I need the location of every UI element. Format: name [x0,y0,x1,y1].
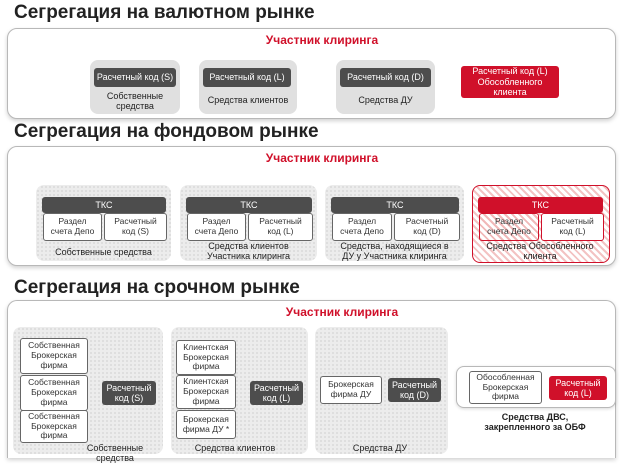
derivatives-own-firm-2: Собственная Брокерская фирма [20,375,88,411]
derivatives-du-firm: Брокерская фирма ДУ [320,376,382,404]
stock-root-label: Участник клиринга [265,151,379,165]
currency-caption-clients: Средства клиентов [207,95,289,105]
currency-caption-du: Средства ДУ [358,95,413,105]
currency-code-s: Расчетный код (S) [94,68,176,87]
currency-root-label: Участник клиринга [265,33,379,47]
currency-code-l: Расчетный код (L) [203,68,291,87]
derivatives-code-d: Расчетный код (D) [388,378,441,402]
derivatives-client-firm-2: Клиентская Брокерская фирма [176,375,236,409]
stock-depo-segregated: Раздел счета Депо [479,213,539,241]
stock-code-l: Расчетный код (L) [248,213,313,241]
stock-code-s: Расчетный код (S) [104,213,167,241]
stock-tks-own: ТКС [42,197,166,213]
currency-title: Сегрегация на валютном рынке [14,2,315,23]
stock-caption-du: Средства, находящиеся в ДУ у Участника к… [340,241,449,262]
stock-depo-clients: Раздел счета Депо [187,213,246,241]
stock-caption-segregated: Средства Обособленного клиента [486,241,594,262]
derivatives-segregated-firm: Обособленная Брокерская фирма [469,371,542,404]
derivatives-own-firm-3: Собственная Брокерская фирма [20,410,88,443]
stock-code-d: Расчетный код (D) [394,213,460,241]
derivatives-root-label: Участник клиринга [285,305,399,319]
currency-code-segregated: Расчетный код (L) Обособленного клиента [461,66,559,98]
derivatives-title: Сегрегация на срочном рынке [14,277,300,298]
derivatives-caption-du: Средства ДУ [352,443,408,453]
currency-code-d: Расчетный код (D) [340,68,431,87]
currency-caption-own: Собственные средства [106,91,164,112]
derivatives-code-segregated: Расчетный код (L) [549,376,607,400]
stock-tks-segregated: ТКС [478,197,603,213]
derivatives-caption-own: Собственные средства [86,443,144,464]
derivatives-own-firm-1: Собственная Брокерская фирма [20,338,88,374]
derivatives-du-firm-star: Брокерская фирма ДУ * [176,410,236,439]
stock-caption-clients: Средства клиентов Участника клиринга [206,241,291,262]
stock-tks-du: ТКС [331,197,459,213]
stock-title: Сегрегация на фондовом рынке [14,121,319,142]
derivatives-caption-clients: Средства клиентов [194,443,276,453]
stock-code-segregated: Расчетный код (L) [541,213,604,241]
derivatives-code-s: Расчетный код (S) [102,381,156,405]
stock-depo-du: Раздел счета Депо [332,213,392,241]
derivatives-code-l: Расчетный код (L) [250,381,303,405]
derivatives-caption-segregated: Средства ДВС, закрепленного за ОБФ [484,412,586,433]
stock-caption-own: Собственные средства [55,247,152,257]
stock-depo-own: Раздел счета Депо [43,213,102,241]
derivatives-client-firm-1: Клиентская Брокерская фирма [176,340,236,375]
stock-tks-clients: ТКС [186,197,312,213]
